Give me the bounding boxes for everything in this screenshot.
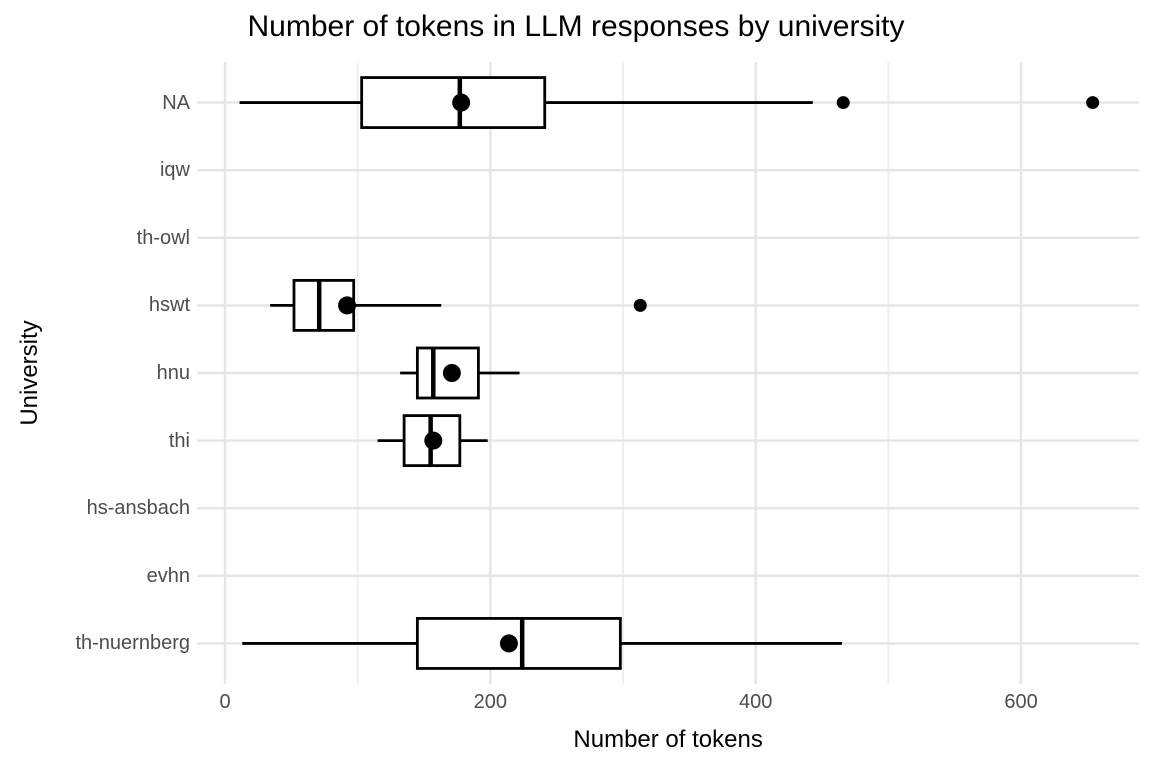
x-tick-label-400: 400 [738, 691, 773, 713]
y-tick-label-NA: NA [162, 91, 190, 114]
outlier-dot [836, 96, 850, 110]
boxplot-hnu [400, 346, 520, 400]
y-tick-label-thi: thi [168, 429, 190, 452]
y-tick-label-iqw: iqw [159, 159, 190, 182]
iqr-box [415, 346, 480, 400]
boxplot-thi [377, 414, 488, 468]
mean-dot [338, 296, 357, 315]
x-axis-title: Number of tokens [573, 726, 763, 753]
outlier-dot [1086, 96, 1100, 110]
outlier-dot [633, 298, 647, 312]
mean-dot [442, 364, 461, 382]
y-tick-label-evhn: evhn [146, 564, 190, 587]
x-tick-label-0: 0 [219, 691, 231, 713]
mean-dot [424, 431, 443, 450]
boxplot-NA [239, 76, 1100, 129]
y-tick-label-hnu: hnu [156, 362, 190, 384]
x-tick-label-600: 600 [1004, 691, 1038, 713]
y-tick-label-hswt: hswt [148, 294, 190, 317]
mean-dot [452, 93, 471, 112]
boxplot-th-nuernberg [242, 617, 842, 670]
y-tick-label-th-nuernberg: th-nuernberg [75, 632, 190, 655]
boxplot-hswt [270, 278, 647, 332]
chart-title: Number of tokens in LLM responses by uni… [247, 10, 905, 43]
x-tick-label-200: 200 [473, 691, 508, 713]
iqr-box [415, 617, 622, 670]
y-tick-label-hs-ansbach: hs-ansbach [86, 497, 190, 520]
y-tick-label-th-owl: th-owl [136, 226, 190, 249]
mean-dot [499, 634, 518, 653]
